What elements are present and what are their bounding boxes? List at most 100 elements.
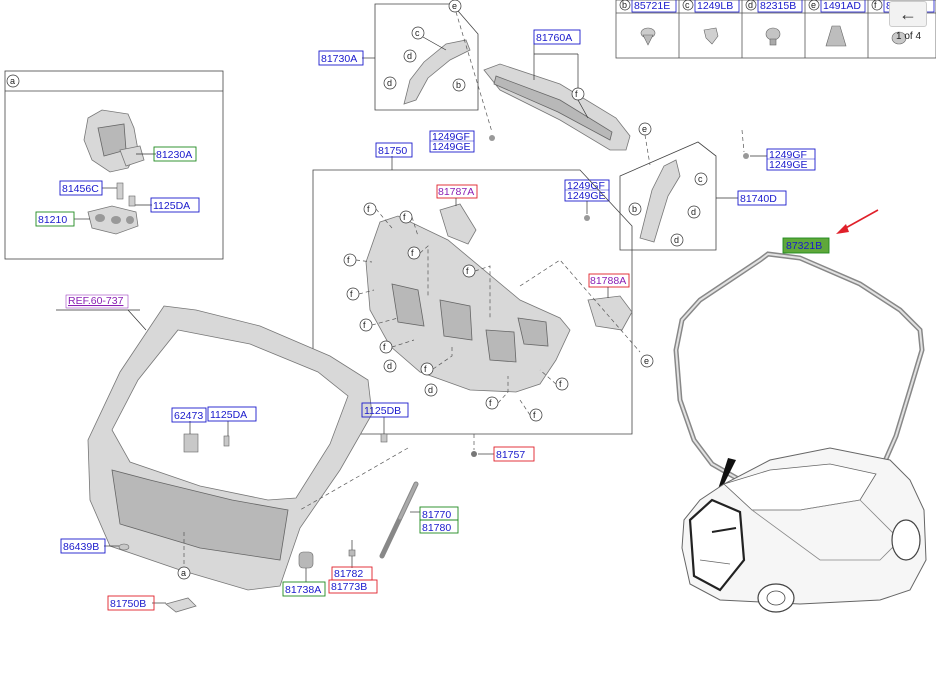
svg-text:81760A: 81760A bbox=[536, 32, 572, 44]
svg-text:1249GF: 1249GF bbox=[769, 149, 807, 161]
fastener-table: b 85721E c 1249LB d 82315B e 1491AD f 8 bbox=[615, 0, 936, 59]
svg-text:85721E: 85721E bbox=[634, 0, 670, 12]
fastener-1249lb-icon bbox=[703, 27, 719, 45]
svg-text:81787A: 81787A bbox=[438, 186, 474, 198]
svg-text:1125DB: 1125DB bbox=[364, 405, 401, 417]
svg-text:81757: 81757 bbox=[496, 449, 525, 461]
svg-text:82315B: 82315B bbox=[760, 0, 796, 12]
svg-text:f: f bbox=[424, 364, 427, 374]
detail-box-a: a 81230A 81456C 81210 1125DA bbox=[4, 70, 224, 260]
svg-text:e: e bbox=[644, 356, 649, 366]
svg-text:d: d bbox=[387, 78, 392, 88]
svg-text:f: f bbox=[489, 398, 492, 408]
arrow-left-icon: ← bbox=[899, 4, 917, 24]
car-illustration bbox=[681, 447, 927, 613]
svg-text:d: d bbox=[691, 207, 696, 217]
svg-text:81782: 81782 bbox=[334, 568, 363, 580]
svg-text:c: c bbox=[415, 28, 420, 38]
svg-text:81230A: 81230A bbox=[156, 149, 192, 161]
svg-text:1249GE: 1249GE bbox=[769, 159, 808, 171]
svg-text:f: f bbox=[403, 212, 406, 222]
table-header-b: b 85721E bbox=[619, 0, 677, 13]
svg-text:81750: 81750 bbox=[378, 145, 407, 157]
svg-text:f: f bbox=[367, 204, 370, 214]
svg-text:f: f bbox=[559, 379, 562, 389]
bolt-81456c-part bbox=[116, 182, 124, 200]
svg-text:81456C: 81456C bbox=[62, 183, 99, 195]
bumper-81738a-part bbox=[298, 551, 314, 569]
svg-text:f: f bbox=[575, 89, 578, 99]
svg-text:86439B: 86439B bbox=[63, 541, 99, 553]
svg-text:1491AD: 1491AD bbox=[823, 0, 861, 12]
svg-text:81210: 81210 bbox=[38, 214, 67, 226]
detail-box-81740d: e c b d d 81740D bbox=[619, 122, 787, 251]
svg-text:a: a bbox=[181, 568, 186, 578]
table-header-e: e 1491AD bbox=[808, 0, 866, 13]
screw-1125da-part bbox=[128, 195, 136, 207]
svg-text:b: b bbox=[622, 0, 627, 10]
svg-text:1249GE: 1249GE bbox=[432, 141, 471, 153]
svg-text:81750B: 81750B bbox=[110, 598, 146, 610]
svg-text:b: b bbox=[456, 80, 461, 90]
svg-text:81738A: 81738A bbox=[285, 584, 321, 596]
pillar-trim-81740d-part bbox=[639, 159, 681, 243]
svg-text:1125DA: 1125DA bbox=[210, 409, 247, 421]
table-header-c: c 1249LB bbox=[682, 0, 740, 13]
svg-text:81780: 81780 bbox=[422, 522, 451, 534]
tailgate-trim-81750-part bbox=[365, 215, 571, 393]
svg-text:d: d bbox=[407, 51, 412, 61]
svg-text:f: f bbox=[350, 289, 353, 299]
tailgate-panel-part bbox=[87, 305, 373, 591]
svg-text:d: d bbox=[387, 361, 392, 371]
bracket-81788a-part bbox=[587, 295, 633, 331]
bracket-81787a-part bbox=[439, 203, 477, 245]
emblem-86439b-part bbox=[118, 543, 130, 551]
svg-text:1249GF: 1249GF bbox=[567, 180, 605, 192]
svg-text:d: d bbox=[428, 385, 433, 395]
svg-text:1249GE: 1249GE bbox=[567, 190, 606, 202]
svg-text:81770: 81770 bbox=[422, 509, 451, 521]
svg-text:81740D: 81740D bbox=[740, 193, 777, 205]
pillar-trim-81730a-part bbox=[403, 39, 471, 105]
latch-assembly-part bbox=[83, 109, 145, 173]
fastener-82315b-icon bbox=[765, 27, 781, 46]
svg-text:e: e bbox=[811, 0, 816, 10]
svg-text:f: f bbox=[383, 342, 386, 352]
fastener-85721e-icon bbox=[640, 27, 656, 46]
svg-text:c: c bbox=[698, 174, 703, 184]
red-arrow-icon bbox=[836, 209, 879, 234]
gas-lift-part bbox=[379, 481, 419, 559]
fastener-f-icon bbox=[891, 31, 907, 45]
page-count: 1 of 4 bbox=[896, 31, 922, 42]
svg-text:f: f bbox=[533, 410, 536, 420]
back-button[interactable]: ← bbox=[889, 1, 927, 27]
hinge-62473-part bbox=[183, 433, 199, 453]
lock-81210-part bbox=[87, 205, 139, 235]
handle-81750b-part bbox=[165, 597, 197, 613]
svg-text:87321B: 87321B bbox=[786, 240, 822, 252]
detail-box-81750: 81750 81787A 81788A f f f f f f f f d f … bbox=[312, 142, 654, 435]
svg-text:1125DA: 1125DA bbox=[153, 200, 190, 212]
screw-1125da-b-part bbox=[223, 435, 230, 447]
svg-text:c: c bbox=[685, 0, 690, 10]
svg-text:b: b bbox=[632, 204, 637, 214]
svg-text:1249LB: 1249LB bbox=[697, 0, 733, 12]
svg-text:d: d bbox=[674, 235, 679, 245]
svg-text:81788A: 81788A bbox=[590, 275, 626, 287]
svg-text:REF.60-737: REF.60-737 bbox=[68, 295, 124, 307]
svg-text:d: d bbox=[748, 0, 753, 10]
svg-text:f: f bbox=[411, 248, 414, 258]
weatherstrip-87321b-part bbox=[673, 251, 925, 487]
svg-text:f: f bbox=[874, 0, 877, 10]
svg-text:f: f bbox=[466, 266, 469, 276]
svg-text:1249GF: 1249GF bbox=[432, 131, 470, 143]
svg-text:f: f bbox=[347, 255, 350, 265]
svg-text:e: e bbox=[452, 1, 457, 11]
svg-text:a: a bbox=[10, 76, 15, 86]
fastener-1491ad-icon bbox=[825, 25, 847, 47]
table-header-d: d 82315B bbox=[745, 0, 803, 13]
svg-text:62473: 62473 bbox=[174, 410, 203, 422]
svg-text:e: e bbox=[642, 124, 647, 134]
screw-1125db-part bbox=[380, 433, 388, 443]
